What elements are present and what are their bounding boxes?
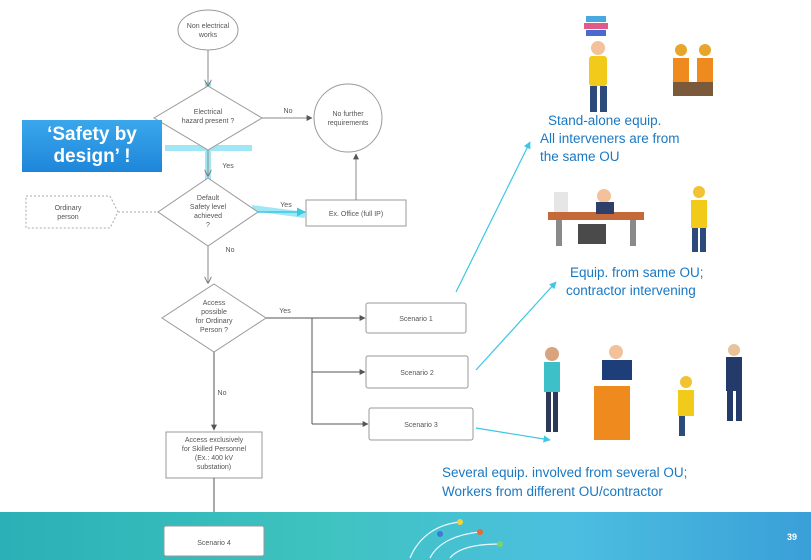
no-further-line-2: requirements: [328, 120, 369, 127]
access-line-2: possible: [201, 309, 227, 316]
ordinary-line-1: Ordinary: [55, 205, 82, 212]
hazard-line-1: Electrical: [194, 109, 223, 116]
no-label-3: No: [218, 390, 227, 397]
decision-access: Access possible for Ordinary Person ?: [161, 283, 267, 353]
scenario-3-label: Scenario 3: [404, 422, 438, 429]
office-node: Ex. Office (full IP): [305, 199, 407, 227]
safety-line-4: ?: [206, 222, 210, 229]
safety-line-2: Safety level: [190, 204, 227, 211]
workers-illustration-2: [673, 44, 713, 96]
scenario-4-label: Scenario 4: [197, 540, 231, 547]
scenario-3-caption-line-1: Several equip. involved from several OU;: [442, 465, 688, 480]
pointer-lines: [455, 141, 557, 443]
access-line-4: Person ?: [200, 327, 228, 334]
scenario-4-node: Scenario 4: [163, 525, 265, 557]
footer-band: [0, 512, 811, 560]
scenario-1-caption-line-3: the same OU: [540, 149, 620, 164]
safety-line-3: achieved: [194, 213, 222, 220]
no-label-2: No: [226, 247, 235, 254]
start-node: Non electrical works: [177, 9, 239, 51]
access-line-1: Access: [203, 300, 226, 307]
page-number: 39: [786, 532, 797, 542]
yes-label-2: Yes: [280, 202, 292, 209]
safety-by-design-callout: ‘Safety by design’ !: [22, 120, 162, 172]
skilled-line-1: Access exclusively: [185, 437, 244, 444]
callout-line-2: design’ !: [53, 146, 131, 167]
skilled-personnel-node: Access exclusively for Skilled Personnel…: [165, 431, 263, 479]
scenario-1-label: Scenario 1: [399, 316, 433, 323]
ordinary-person-note: Ordinary person: [25, 195, 119, 229]
scenario-2-caption-line-2: contractor intervening: [566, 283, 696, 298]
office-illustration: [548, 189, 644, 246]
scenario-1-node: Scenario 1: [365, 302, 467, 334]
ordinary-line-2: person: [57, 214, 79, 221]
footer-logo-graphic: [409, 519, 503, 559]
no-label-1: No: [284, 108, 293, 115]
hazard-line-2: hazard present ?: [182, 118, 235, 125]
safety-line-1: Default: [197, 195, 219, 202]
scenario-3-node: Scenario 3: [368, 407, 474, 441]
scenario-2-node: Scenario 2: [365, 355, 469, 389]
no-further-line-1: No further: [332, 111, 364, 118]
skilled-line-4: substation): [197, 464, 231, 471]
group-workers-illustration: [544, 344, 742, 440]
access-line-3: for Ordinary: [196, 318, 233, 325]
yes-label-1: Yes: [222, 163, 234, 170]
callout-line-1: ‘Safety by: [47, 124, 137, 145]
scenario-1-caption-line-2: All interveners are from: [540, 131, 680, 146]
no-further-node: No further requirements: [313, 83, 383, 153]
scenario-2-caption-line-1: Equip. from same OU;: [570, 265, 704, 280]
scenario-3-caption-line-2: Workers from different OU/contractor: [442, 484, 663, 499]
contractor-illustration: [691, 186, 707, 252]
skilled-line-3: (Ex.: 400 kV: [195, 455, 233, 462]
skilled-line-2: for Skilled Personnel: [182, 446, 247, 453]
scenario-1-caption-line-1: Stand-alone equip.: [548, 113, 662, 128]
office-label: Ex. Office (full IP): [329, 211, 383, 218]
start-line-1: Non electrical: [187, 23, 230, 30]
scenario-2-label: Scenario 2: [400, 370, 434, 377]
yes-label-3: Yes: [279, 308, 291, 315]
worker-illustration-1: [584, 16, 608, 112]
decision-safety-level: Default Safety level achieved ?: [157, 177, 259, 247]
decision-hazard: Electrical hazard present ?: [153, 85, 263, 151]
start-line-2: works: [198, 32, 218, 39]
